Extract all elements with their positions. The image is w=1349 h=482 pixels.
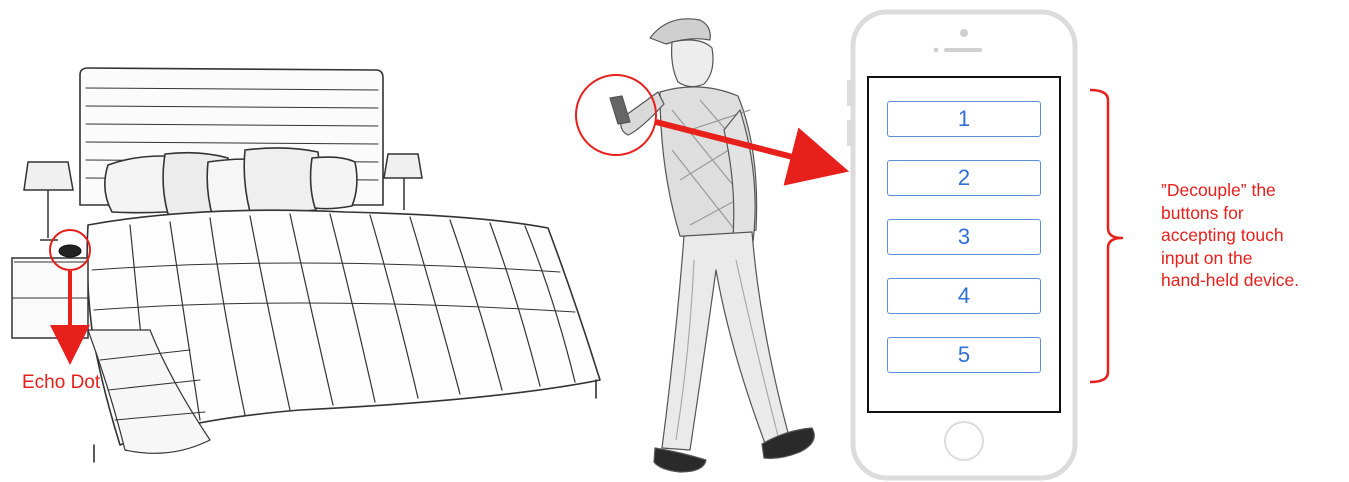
decouple-annotation: ”Decouple” the buttons for accepting tou…	[1161, 179, 1341, 292]
lamp-icon	[24, 162, 73, 240]
camera-icon	[960, 29, 968, 37]
phone-button-1[interactable]: 1	[887, 101, 1041, 137]
phone-button-5[interactable]: 5	[887, 337, 1041, 373]
bracket	[1090, 90, 1122, 382]
phone-button-4[interactable]: 4	[887, 278, 1041, 314]
walking-man-sketch	[610, 19, 814, 472]
echo-dot-label: Echo Dot	[22, 372, 100, 394]
phone-button-3[interactable]: 3	[887, 219, 1041, 255]
handheld-phone-icon	[610, 96, 630, 124]
lamp-icon	[384, 154, 422, 210]
bed-sketch	[80, 68, 600, 462]
home-button-icon	[945, 422, 983, 460]
annotation-line: hand-held device.	[1161, 269, 1341, 292]
speaker-icon	[944, 48, 982, 52]
annotation-line: buttons for	[1161, 202, 1341, 225]
phone-button-2[interactable]: 2	[887, 160, 1041, 196]
annotation-line: accepting touch	[1161, 224, 1341, 247]
nightstand-icon	[12, 258, 88, 338]
annotation-line: input on the	[1161, 247, 1341, 270]
annotation-line: ”Decouple” the	[1161, 179, 1341, 202]
